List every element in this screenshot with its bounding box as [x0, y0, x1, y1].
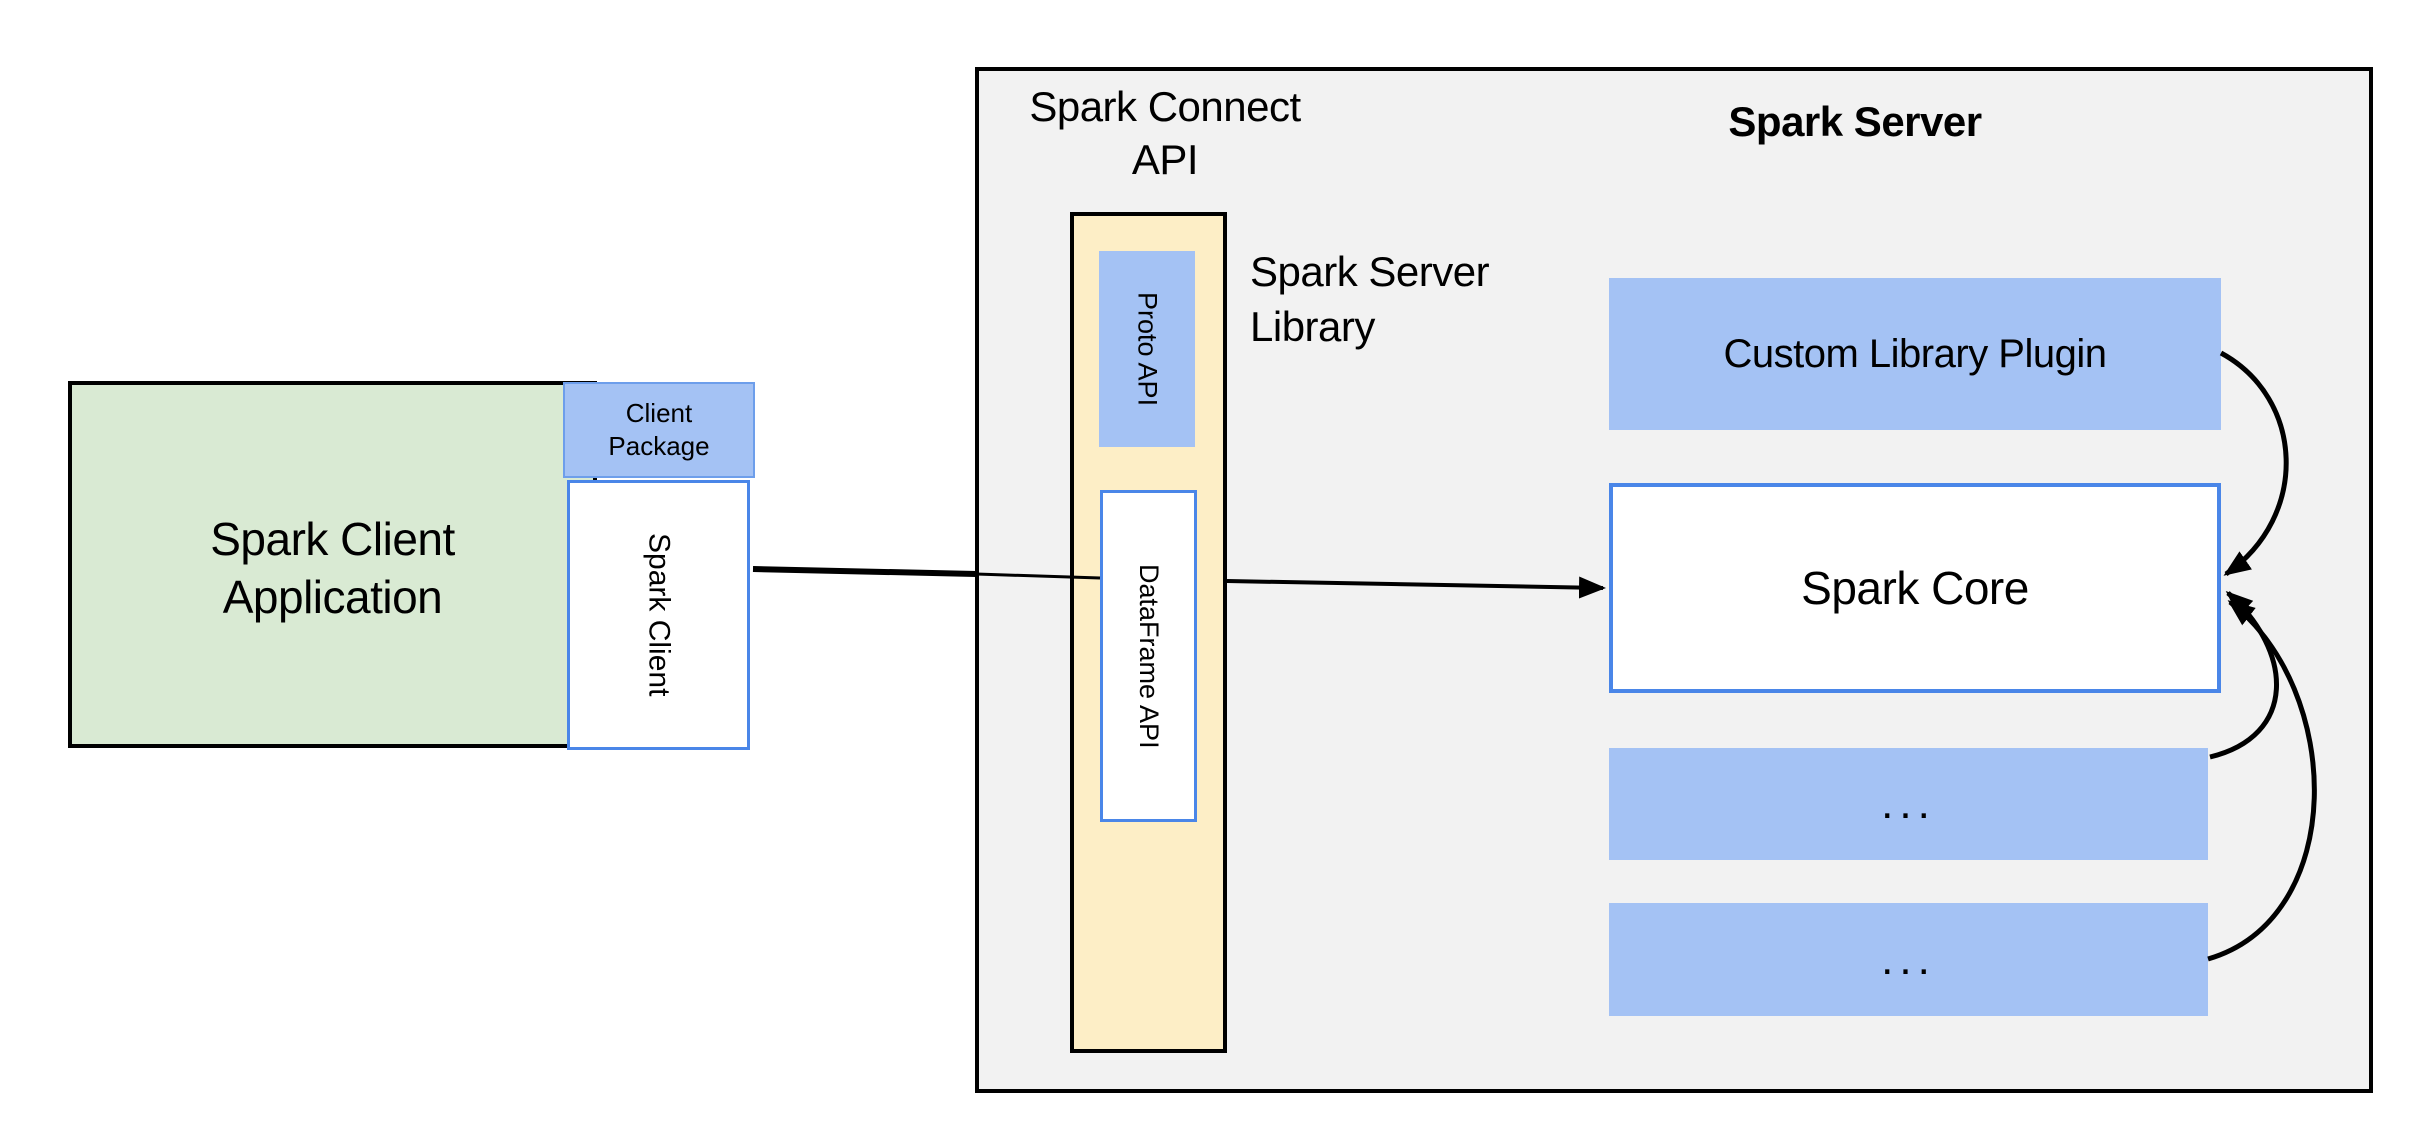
plugin-placeholder-box-1: ...: [1609, 748, 2208, 860]
plugin-placeholder-2-label: ...: [1881, 934, 1936, 984]
spark-connect-api-label-line1: Spark Connect: [1029, 83, 1301, 130]
client-package-label-line2: Package: [608, 431, 710, 461]
spark-connect-api-label-line2: API: [1131, 136, 1199, 183]
spark-client-application-box: [68, 381, 597, 748]
dataframe-api-box: DataFrame API: [1100, 490, 1197, 822]
proto-api-label: Proto API: [1132, 291, 1163, 407]
spark-client-box: Spark Client: [567, 480, 750, 750]
plugin-placeholder-box-2: ...: [1609, 903, 2208, 1016]
spark-core-box: Spark Core: [1609, 483, 2221, 693]
custom-library-plugin-box: Custom Library Plugin: [1609, 278, 2221, 430]
spark-server-title: Spark Server: [1728, 98, 1982, 145]
spark-client-application-label: Spark Client Application: [88, 510, 577, 626]
connector-client-to-library-segment1: [752, 566, 977, 577]
spark-server-library-label: Spark Server Library: [1250, 244, 1610, 354]
custom-library-plugin-label: Custom Library Plugin: [1723, 331, 2108, 376]
spark-server-library-label-line1: Spark Server: [1250, 248, 1490, 295]
dataframe-api-label: DataFrame API: [1134, 563, 1164, 749]
spark-client-application-label-line1: Spark Client: [210, 513, 455, 565]
client-package-label: Client Package: [608, 397, 709, 463]
spark-server-library-label-line2: Library: [1250, 303, 1375, 350]
spark-core-label: Spark Core: [1801, 562, 2029, 614]
spark-connect-api-label: Spark Connect API: [1000, 80, 1330, 186]
spark-client-application-label-line2: Application: [222, 571, 443, 623]
client-package-label-line1: Client: [625, 398, 693, 428]
proto-api-box: Proto API: [1099, 251, 1195, 447]
plugin-placeholder-1-label: ...: [1881, 779, 1936, 828]
spark-client-label: Spark Client: [642, 533, 676, 697]
client-package-box: Client Package: [563, 382, 755, 478]
